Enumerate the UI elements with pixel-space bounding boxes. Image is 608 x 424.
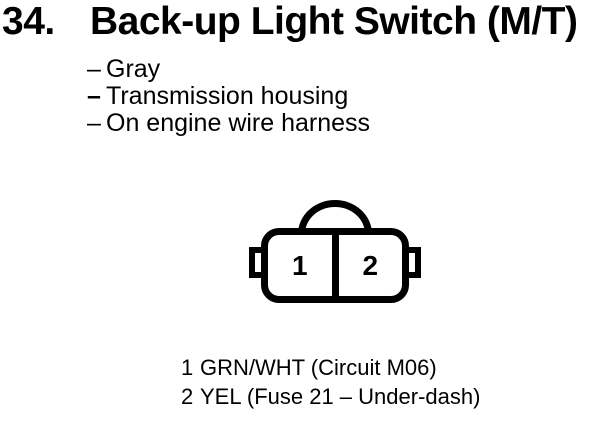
legend-row-pin-1: 1 GRN/WHT (Circuit M06)	[181, 353, 480, 382]
legend-pin-description: GRN/WHT (Circuit M06)	[200, 355, 437, 380]
attribute-color-label: Gray	[106, 55, 161, 83]
attribute-harness-label: On engine wire harness	[106, 109, 371, 137]
connector-body: 1 2	[261, 228, 409, 303]
legend-pin-number: 1	[181, 355, 194, 380]
connector-lock-dome	[298, 200, 372, 234]
attribute-color: – Gray	[87, 56, 370, 83]
attribute-location: – Transmission housing	[87, 83, 370, 110]
dash-bullet: –	[87, 55, 101, 83]
connector-pin-1: 1	[291, 249, 308, 281]
dash-bullet: –	[87, 82, 101, 110]
dash-bullet: –	[87, 109, 101, 137]
pin-legend: 1 GRN/WHT (Circuit M06) 2 YEL (Fuse 21 –…	[181, 353, 480, 411]
legend-pin-description: YEL (Fuse 21 – Under-dash)	[200, 384, 481, 409]
connector-right-tab	[403, 247, 421, 278]
legend-pin-number: 2	[181, 384, 194, 409]
legend-row-pin-2: 2 YEL (Fuse 21 – Under-dash)	[181, 382, 480, 411]
attribute-list: – Gray – Transmission housing – On engin…	[87, 56, 370, 137]
connector-left-tab	[249, 247, 267, 278]
section-title: Back-up Light Switch (M/T)	[90, 0, 578, 43]
connector-pin-2: 2	[362, 249, 379, 281]
attribute-location-label: Transmission housing	[106, 82, 349, 110]
connector-divider	[331, 235, 339, 296]
attribute-harness: – On engine wire harness	[87, 110, 370, 137]
section-number: 34.	[2, 0, 55, 43]
